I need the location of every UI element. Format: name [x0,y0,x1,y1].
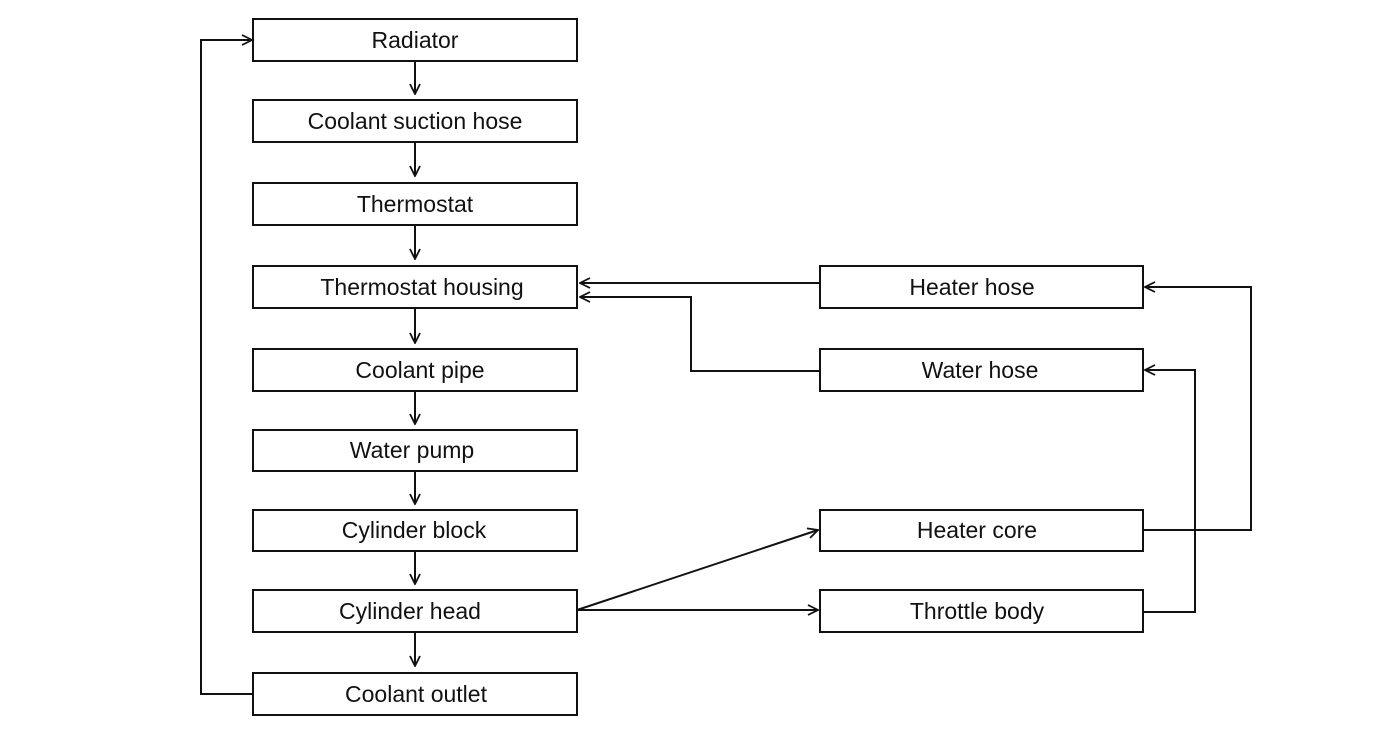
node-coolant-suction-hose: Coolant suction hose [252,99,578,143]
edge-heater-core-to-heater-hose [1143,287,1252,531]
node-water-hose-box [819,348,1144,392]
node-heater-core-box [819,509,1144,552]
node-thermostat-housing: Thermostat housing [252,265,578,309]
node-cylinder-block-box [252,509,578,552]
node-radiator-box [252,18,578,62]
node-thermostat-label: Thermostat [357,191,474,217]
node-cylinder-head-label: Cylinder head [339,598,481,624]
node-heater-core-label: Heater core [917,517,1037,543]
node-thermostat-box [252,182,578,226]
node-cylinder-block-label: Cylinder block [342,517,487,543]
node-coolant-pipe-label: Coolant pipe [355,357,484,383]
node-radiator-label: Radiator [372,27,459,53]
node-throttle-body-box [819,589,1144,633]
node-thermostat-housing-label: Thermostat housing [320,274,523,300]
node-thermostat: Thermostat [252,182,578,226]
edge-cylinder-head-to-heater-core [576,530,818,611]
node-heater-hose-label: Heater hose [909,274,1034,300]
node-water-pump-box [252,429,578,472]
node-cylinder-head-box [252,589,578,633]
node-coolant-outlet-box [252,672,578,716]
node-throttle-body-label: Throttle body [910,598,1045,624]
node-coolant-suction-hose-label: Coolant suction hose [308,108,523,134]
node-water-hose: Water hose [819,348,1144,392]
node-thermostat-housing-box [252,265,578,309]
node-radiator: Radiator [252,18,578,62]
node-water-pump-label: Water pump [350,437,474,463]
node-throttle-body: Throttle body [819,589,1144,633]
node-cylinder-head: Cylinder head [252,589,578,633]
node-coolant-outlet: Coolant outlet [252,672,578,716]
node-water-hose-label: Water hose [922,357,1039,383]
node-coolant-pipe: Coolant pipe [252,348,578,392]
edge-water-hose-to-thermostat-housing [580,297,820,372]
node-heater-hose-box [819,265,1144,309]
node-water-pump: Water pump [252,429,578,472]
node-coolant-pipe-box [252,348,578,392]
node-heater-hose: Heater hose [819,265,1144,309]
node-coolant-suction-hose-box [252,99,578,143]
node-heater-core: Heater core [819,509,1144,552]
edge-throttle-body-to-water-hose [1143,370,1196,613]
edge-coolant-outlet-to-radiator [200,40,253,695]
node-cylinder-block: Cylinder block [252,509,578,552]
node-coolant-outlet-label: Coolant outlet [345,681,488,707]
